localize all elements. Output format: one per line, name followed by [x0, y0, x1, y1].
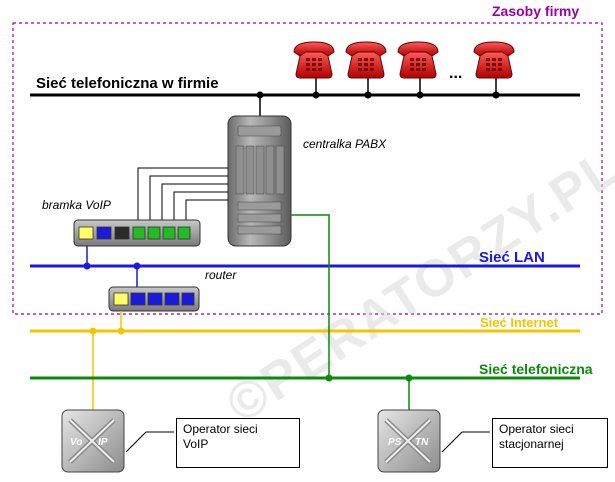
pstn-operator-box: Operator sieci stacjonarnej [492, 418, 608, 468]
voip-operator-icon: Vo IP [61, 409, 125, 473]
voip-gateway-label: bramka VoIP [42, 198, 111, 212]
pabx-icon [227, 115, 292, 247]
voip-operator-line1: Operator sieci [183, 422, 258, 436]
company-resources-boundary [12, 22, 603, 315]
phone-network-label: Sieć telefoniczna [479, 361, 593, 377]
router-lan-junction [133, 262, 141, 270]
pstn-operator-callout [441, 431, 463, 453]
router-internet-junction [117, 327, 125, 335]
phone-icon-1 [293, 41, 335, 79]
pabx-gateway-wires [137, 167, 228, 226]
phone-icon-4 [473, 41, 515, 79]
voip-operator-line2: VoIP [183, 437, 209, 451]
pstn-operator-right-label: TN [415, 437, 429, 448]
internet-label: Sieć Internet [480, 315, 559, 330]
phone-junctions [256, 91, 500, 99]
resources-label: Zasoby firmy [492, 3, 579, 19]
phone-icon-3 [397, 41, 439, 79]
voip-gateway-icon [73, 219, 201, 247]
voip-operator-left-label: Vo [70, 437, 82, 448]
pstn-operator-line1: Operator sieci [499, 422, 574, 436]
pabx-phone-junction [325, 374, 333, 382]
pabx-label: centralka PABX [303, 137, 387, 151]
pstn-phone-junction [405, 374, 413, 382]
voip-operator-callout [125, 431, 147, 453]
voip-operator-box: Operator sieci VoIP [176, 418, 300, 468]
phone-icon-2 [345, 41, 387, 79]
pstn-operator-line2: stacjonarnej [499, 437, 564, 451]
pstn-operator-left-label: PS [388, 437, 402, 448]
voip-operator-right-label: IP [98, 437, 108, 448]
gateway-lan-junction [83, 262, 91, 270]
lan-label: Sieć LAN [479, 249, 545, 266]
pstn-operator-icon: PS TN [377, 409, 441, 473]
pabx-phone-network-link [291, 214, 330, 378]
ellipsis-label: ... [449, 65, 462, 82]
router-icon [108, 286, 200, 312]
voip-internet-junction [89, 327, 97, 335]
router-label: router [205, 268, 237, 282]
company-phone-network-label: Sieć telefoniczna w firmie [36, 75, 219, 92]
phone-drops [315, 78, 497, 95]
